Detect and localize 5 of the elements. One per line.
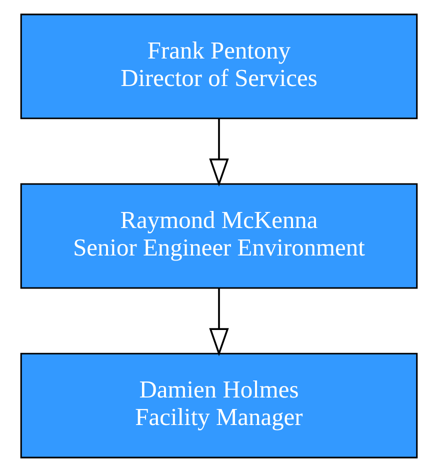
node-box: Raymond McKenna Senior Engineer Environment [20, 183, 418, 289]
arrow [209, 118, 229, 187]
arrow [209, 288, 229, 356]
node-box: Damien Holmes Facility Manager [20, 352, 418, 458]
node-box: Frank Pentony Director of Services [20, 14, 418, 120]
